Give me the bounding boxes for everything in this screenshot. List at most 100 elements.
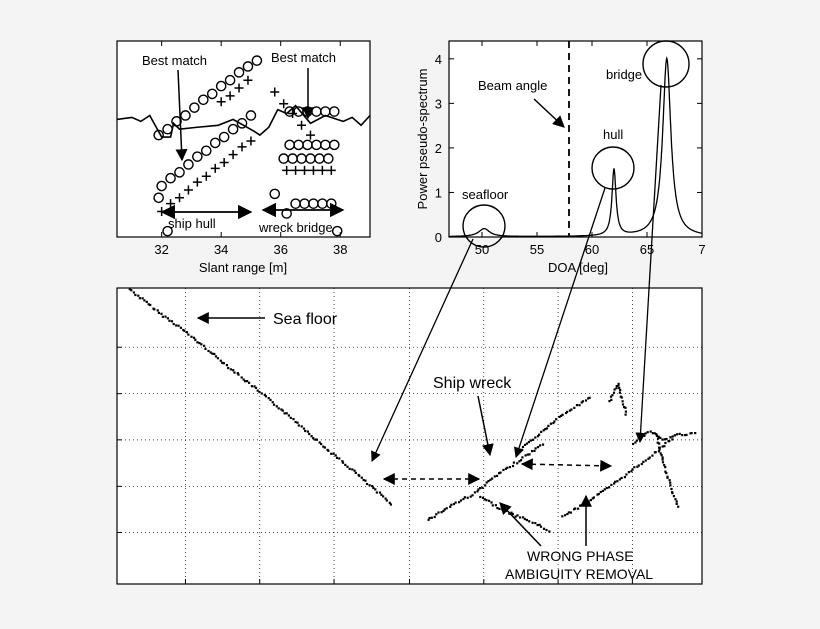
depth-point (625, 473, 628, 476)
depth-point (660, 454, 663, 457)
depth-point (664, 470, 667, 473)
depth-point (496, 507, 499, 510)
depth-point (292, 418, 295, 421)
depth-point (471, 494, 474, 497)
circle-marker (183, 159, 194, 170)
depth-point (233, 371, 236, 374)
depth-point (499, 471, 502, 474)
bridge-connector (635, 84, 662, 444)
depth-point (534, 436, 537, 439)
depth-point (488, 499, 491, 502)
depth-point (192, 336, 196, 339)
depth-point (443, 508, 446, 511)
depth-point (632, 442, 635, 446)
depth-point (655, 433, 658, 436)
wrong-phase-label: WRONG PHASE (527, 548, 634, 564)
depth-point (354, 471, 357, 474)
depth-point (665, 437, 668, 441)
depth-point (673, 434, 676, 437)
depth-point (635, 439, 638, 442)
depth-point (677, 505, 680, 508)
plus-marker (279, 99, 289, 109)
depth-point (479, 487, 482, 490)
depth-point (676, 433, 679, 436)
depth-point (153, 308, 156, 311)
doa-x-tick-label: 60 (585, 242, 599, 257)
depth-point (671, 435, 674, 438)
depth-point (294, 420, 297, 424)
depth-point (374, 488, 377, 491)
depth-point (132, 291, 135, 294)
depth-point (536, 446, 540, 449)
depth-point (145, 300, 148, 303)
depth-point (170, 320, 174, 323)
depth-point (542, 527, 546, 530)
depth-point (613, 388, 616, 391)
depth-point (528, 520, 531, 523)
doa-y-tick-label: 2 (435, 141, 442, 156)
circle-marker (198, 94, 209, 106)
depth-point (534, 447, 537, 450)
depth-point (653, 432, 656, 435)
depth-point (612, 391, 616, 394)
depth-point (221, 361, 224, 364)
depth-point (264, 395, 267, 398)
depth-point (304, 429, 307, 433)
slant-range-xlabel: Slant range [m] (199, 260, 287, 275)
circle-marker (328, 106, 340, 117)
depth-point (608, 400, 611, 403)
depth-point (575, 404, 579, 407)
ship-hull-label: ship hull (168, 216, 216, 231)
depth-point (320, 442, 323, 446)
depth-point (656, 437, 660, 440)
depth-point (663, 445, 666, 448)
depth-point (346, 465, 349, 468)
wrong-phase-arrow-left (499, 502, 542, 547)
depth-point (244, 380, 247, 383)
depth-point (588, 396, 591, 399)
depth-point (534, 522, 537, 525)
circle-marker (165, 172, 176, 184)
depth-point (248, 381, 251, 384)
depth-point (137, 294, 140, 297)
depth-point (624, 406, 627, 409)
depth-point (330, 452, 333, 455)
depth-point (649, 430, 652, 433)
circle-marker (269, 188, 281, 200)
depth-point (519, 516, 522, 519)
depth-point (601, 489, 604, 492)
circle-marker (153, 192, 164, 204)
ship-wreck-label: Ship wreck (433, 375, 512, 392)
depth-point (656, 441, 659, 444)
depth-point (219, 359, 222, 362)
depth-point (618, 391, 621, 394)
depth-point (657, 450, 661, 453)
depth-point (545, 427, 549, 430)
wreck-bridge-label: wreck bridge (258, 220, 333, 235)
depth-point (544, 428, 547, 431)
depth-point (564, 514, 567, 517)
plus-marker (228, 150, 238, 160)
depth-point (283, 412, 286, 415)
depth-point (528, 453, 531, 456)
slant-range-tick-label: 32 (154, 242, 168, 257)
depth-point (589, 499, 592, 502)
depth-point (256, 389, 259, 392)
depth-point (285, 412, 288, 415)
depth-point (636, 465, 639, 468)
depth-point (185, 331, 189, 334)
depth-point (599, 490, 602, 494)
depth-point (368, 484, 371, 487)
seafloor-label: seafloor (462, 187, 509, 202)
depth-point (289, 416, 292, 419)
doa-x-tick-label: 50 (475, 242, 489, 257)
depth-point (610, 398, 613, 401)
plus-marker (300, 165, 310, 175)
depth-point (523, 443, 527, 446)
depth-point (160, 312, 163, 315)
depth-point (300, 425, 303, 428)
depth-point (462, 497, 465, 501)
depth-point (663, 438, 667, 441)
depth-point (603, 488, 606, 491)
